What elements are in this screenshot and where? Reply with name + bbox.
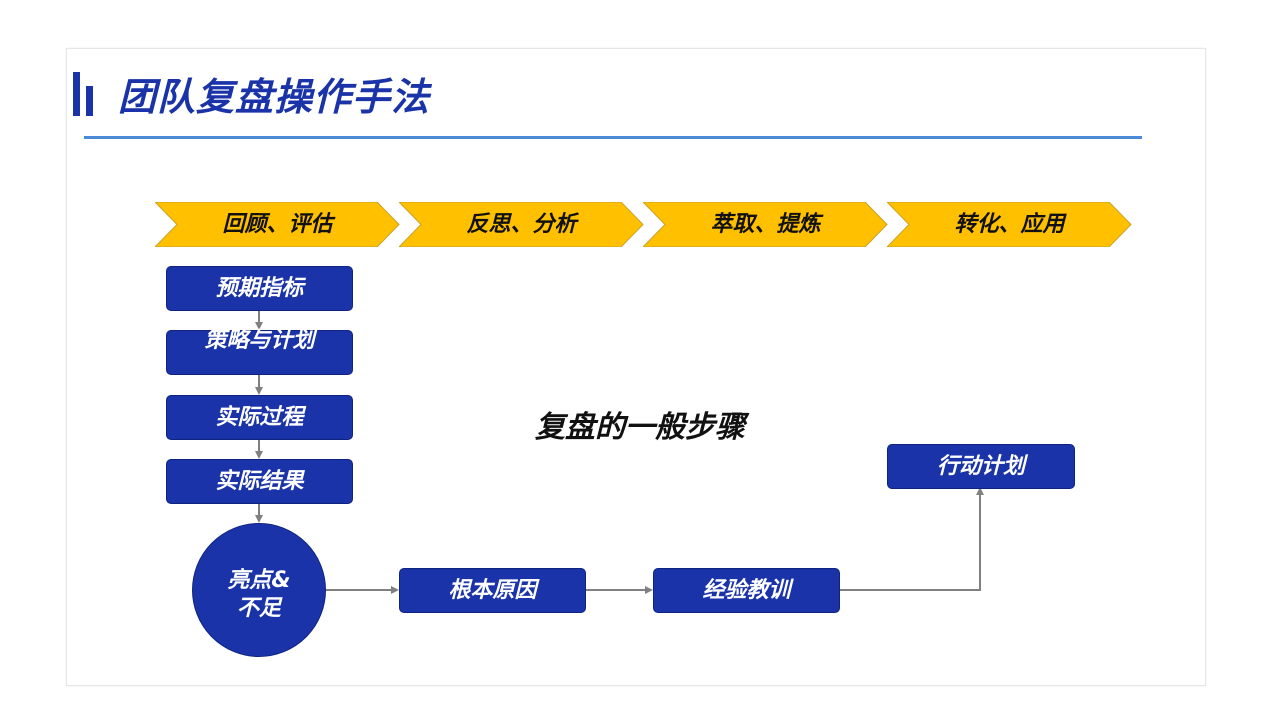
page-title: 团队复盘操作手法 (118, 75, 431, 119)
title-divider (84, 136, 1142, 139)
phase-chevron-extract: 萃取、提炼 (643, 202, 888, 247)
diagram-title: 复盘的一般步骤 (535, 410, 745, 445)
node-action-plan: 行动计划 (887, 444, 1075, 489)
step-actual-process: 实际过程 (166, 395, 353, 440)
phase-label: 转化、应用 (954, 212, 1065, 237)
title-accent-bar (86, 86, 93, 116)
connector-arrow (839, 487, 984, 591)
step-expected-metrics: 预期指标 (166, 266, 353, 311)
highlight-circle: 亮点& 不足 (192, 523, 326, 657)
phase-label: 萃取、提炼 (710, 212, 821, 237)
step-actual-result: 实际结果 (166, 459, 353, 504)
chevron-shape (887, 202, 1132, 247)
node-lessons: 经验教训 (653, 568, 840, 613)
chevron-shape (643, 202, 888, 247)
step-strategy-plan: 策略与计划 (166, 330, 353, 375)
highlight-line2: 不足 (236, 596, 281, 621)
highlight-line1: 亮点& (227, 568, 291, 593)
chevron-shape (399, 202, 644, 247)
chevron-shape (155, 202, 400, 247)
phase-label: 回顾、评估 (222, 212, 333, 237)
title-accent-bar (73, 72, 80, 116)
phase-chevron-review: 回顾、评估 (155, 202, 400, 247)
phase-chevron-reflect: 反思、分析 (399, 202, 644, 247)
phase-label: 反思、分析 (466, 212, 577, 237)
phase-chevron-apply: 转化、应用 (887, 202, 1132, 247)
node-root-cause: 根本原因 (399, 568, 586, 613)
